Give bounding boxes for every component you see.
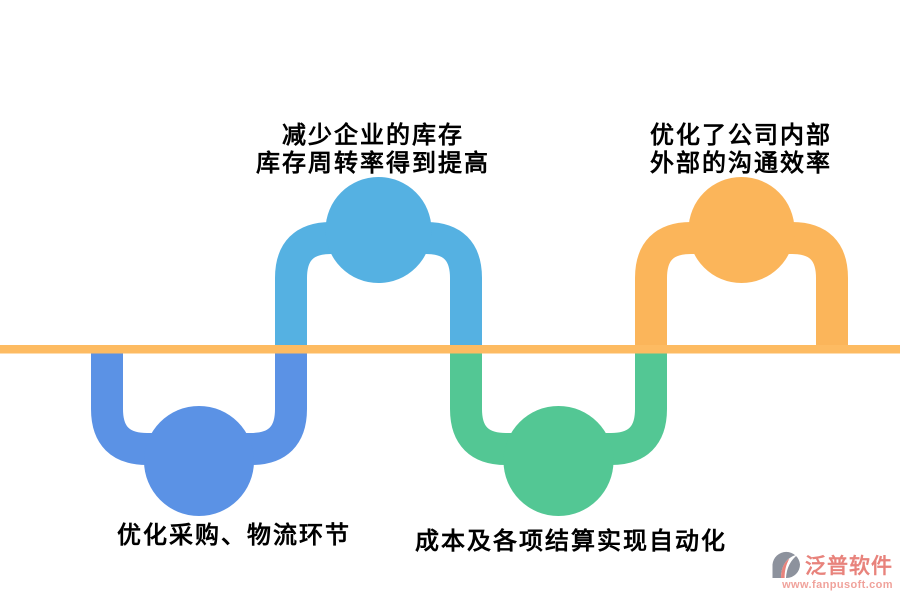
label-inventory-line1: 减少企业的库存 xyxy=(282,122,464,149)
label-procurement: 优化采购、物流环节 xyxy=(117,522,351,550)
label-communication-line2: 外部的沟通效率 xyxy=(650,150,832,177)
label-inventory-line2: 库存周转率得到提高 xyxy=(256,150,490,177)
node-inventory-circle xyxy=(325,177,432,283)
brand-name: 泛普软件 xyxy=(805,555,893,578)
label-communication: 优化了公司内部 外部的沟通效率 xyxy=(650,122,832,178)
brand-url: www.fanpusoft.com xyxy=(782,579,893,591)
label-inventory: 减少企业的库存 库存周转率得到提高 xyxy=(256,122,490,178)
label-settlement-line1: 成本及各项结算实现自动化 xyxy=(415,528,727,555)
baseline xyxy=(0,345,900,354)
label-settlement: 成本及各项结算实现自动化 xyxy=(415,528,727,556)
brand-watermark: 泛普软件 www.fanpusoft.com xyxy=(770,550,893,591)
fanpu-logo-icon xyxy=(772,551,800,578)
label-communication-line1: 优化了公司内部 xyxy=(650,122,832,149)
node-settlement-circle xyxy=(503,406,614,516)
node-procurement-circle xyxy=(144,406,254,516)
node-communication-circle xyxy=(688,177,795,283)
label-procurement-line1: 优化采购、物流环节 xyxy=(117,522,351,549)
